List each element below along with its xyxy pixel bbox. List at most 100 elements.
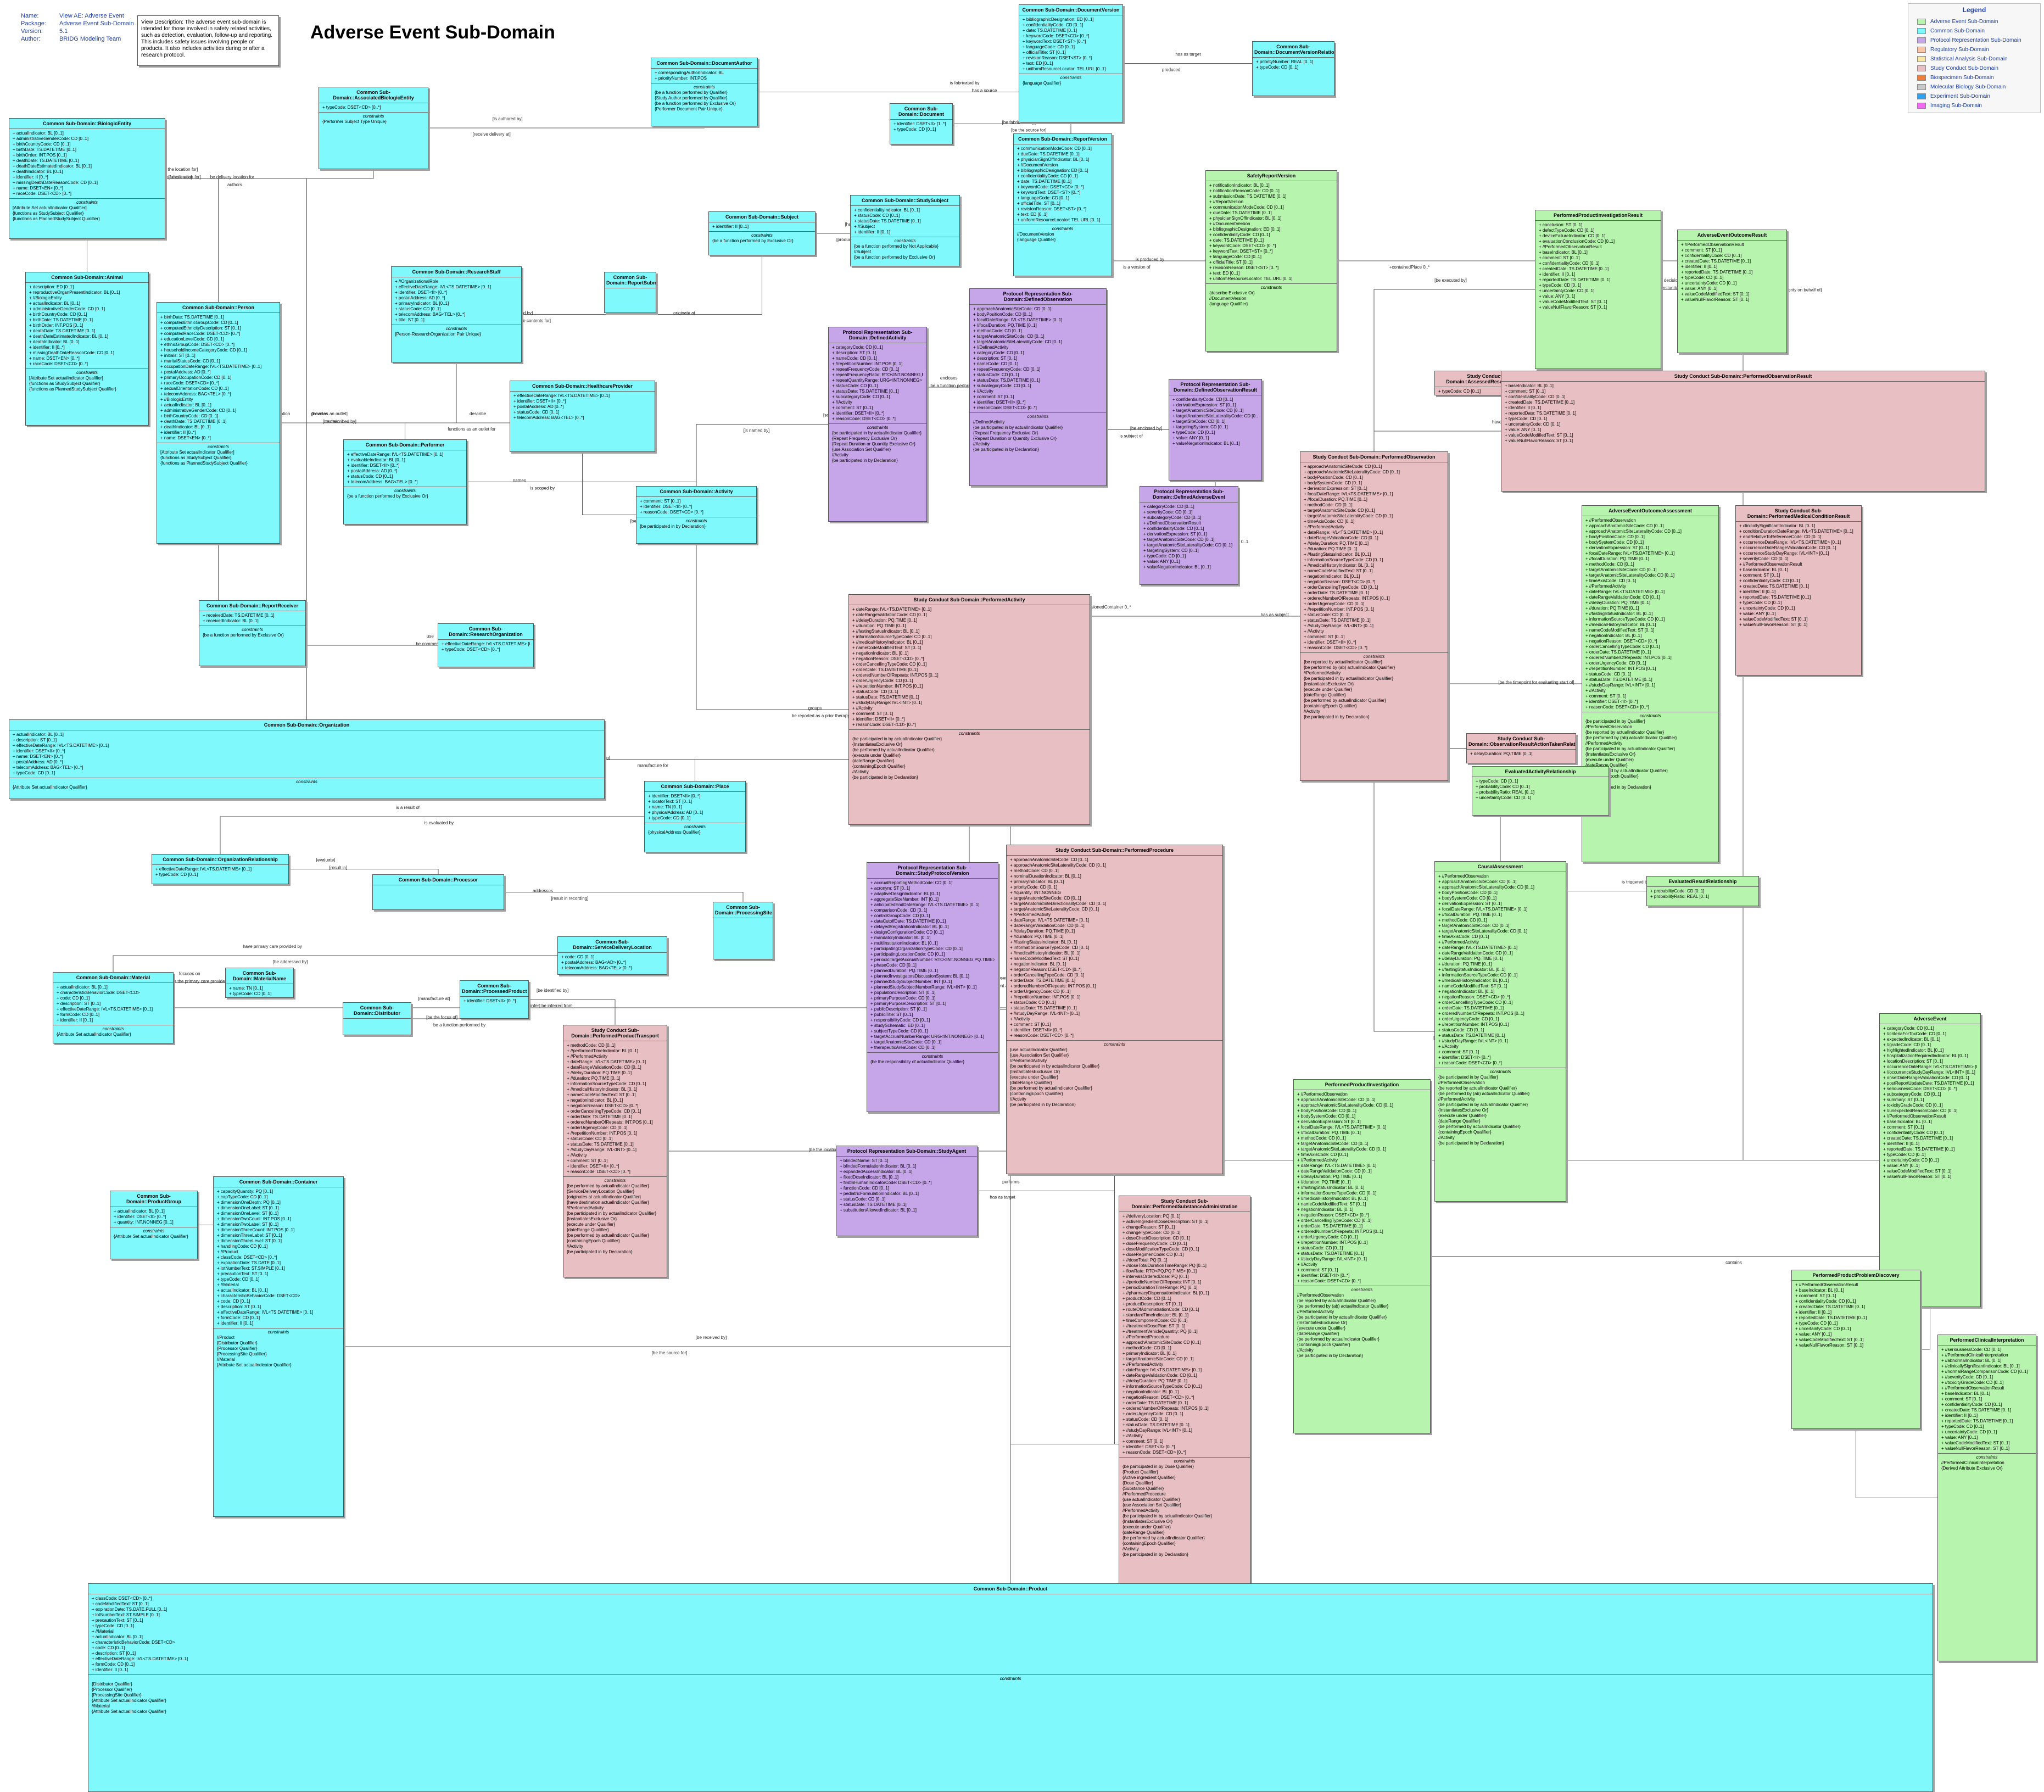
class-performed-product-transport[interactable]: Study Conduct Sub-Domain::PerformedProdu… xyxy=(563,1025,667,1277)
class-research-organization[interactable]: Common Sub-Domain::ResearchOrganizatione… xyxy=(438,623,534,667)
class-constraints: constraints{be a function performed by N… xyxy=(851,237,959,263)
association-label: [infer] be inferred from xyxy=(529,1003,573,1008)
class-attribute: description: ST [0..1] xyxy=(13,738,601,743)
class-performed-procedure[interactable]: Study Conduct Sub-Domain::PerformedProce… xyxy=(1006,845,1223,1174)
class-performed-observation-result[interactable]: Study Conduct Sub-Domain::PerformedObser… xyxy=(1501,371,1985,492)
class-evaluated-activity-relationship[interactable]: EvaluatedActivityRelationshiptypeCode: C… xyxy=(1472,766,1609,816)
association-label: be commenting on xyxy=(416,641,452,646)
class-causal-assessment[interactable]: CausalAssessment//PerformedObservationap… xyxy=(1434,861,1566,1202)
class-distributor[interactable]: Common Sub-Domain::Distributor xyxy=(343,1002,411,1035)
class-performed-medical-condition-result[interactable]: Study Conduct Sub-Domain::PerformedMedic… xyxy=(1735,505,1862,676)
class-report-receiver[interactable]: Common Sub-Domain::ReportReceiverreceive… xyxy=(199,600,306,666)
class-attribute: statusDate: TS.DATETIME [0..1] xyxy=(973,378,1103,383)
class-performed-product-problem-discovery[interactable]: PerformedProductProblemDiscovery//Perfor… xyxy=(1791,1270,1920,1429)
class-animal[interactable]: Common Sub-Domain::Animaldescription: ED… xyxy=(25,272,149,426)
class-attribute: receivedIndicator: BL [0..1] xyxy=(203,618,302,624)
class-product[interactable]: Common Sub-Domain::ProductclassCode: DSE… xyxy=(88,1583,1933,1792)
class-observation-result-action-taken-relationship[interactable]: Study Conduct Sub-Domain::ObservationRes… xyxy=(1466,733,1576,763)
constraint: {execute under Qualifier} xyxy=(1304,687,1353,692)
class-attribute: methodCode: CD [0..1] xyxy=(1304,503,1444,508)
class-attributes: actualIndicator: BL [0..1]description: S… xyxy=(9,730,604,778)
constraint: //Activity xyxy=(1304,709,1320,714)
class-attribute: deathDate: TS.DATETIME [0..1] xyxy=(29,328,145,334)
class-attribute: identifier: II [0..*] xyxy=(13,175,161,180)
class-defined-adverse-event[interactable]: Protocol Representation Sub-Domain::Defi… xyxy=(1140,486,1238,585)
class-attribute: highlightedIndicator: BL [0..1] xyxy=(1883,1048,1977,1053)
class-associated-biologic-entity[interactable]: Common Sub-Domain::AssociatedBiologicEnt… xyxy=(319,87,428,169)
class-report-version[interactable]: Common Sub-Domain::ReportVersioncommunic… xyxy=(1013,133,1112,276)
class-performed-observation[interactable]: Study Conduct Sub-Domain::PerformedObser… xyxy=(1300,451,1448,781)
class-defined-activity[interactable]: Protocol Representation Sub-Domain::Defi… xyxy=(828,327,927,522)
association-label: is subject of xyxy=(1120,434,1143,439)
class-study-agent[interactable]: Protocol Representation Sub-Domain::Stud… xyxy=(836,1146,978,1236)
class-service-delivery-location[interactable]: Common Sub-Domain::ServiceDeliveryLocati… xyxy=(557,936,667,975)
class-performed-product-investigation-result[interactable]: PerformedProductInvestigationResultconcl… xyxy=(1535,210,1661,369)
class-attribute: confidentialityCode: CD [0..1] xyxy=(1681,253,1783,259)
constraints-heading: constraints xyxy=(922,1054,943,1059)
class-attribute: postalAddress: AD [0..*] xyxy=(513,404,651,410)
class-defined-observation-result[interactable]: Protocol Representation Sub-Domain::Defi… xyxy=(1169,379,1262,481)
class-performed-product-investigation[interactable]: PerformedProductInvestigation//Performed… xyxy=(1293,1079,1431,1433)
class-attribute: negationReason: DSET<CD> [0..*] xyxy=(567,1103,663,1109)
class-processing-site[interactable]: Common Sub-Domain::ProcessingSite xyxy=(713,902,773,959)
class-attribute: telecomAddress: BAG<TEL> [0..*] xyxy=(513,415,651,421)
class-attribute: orderDate: TS.DATETIME [0..1] xyxy=(1585,650,1715,655)
class-attribute: postalAddress: BAG<AD> [0..*] xyxy=(561,960,663,965)
class-research-staff[interactable]: Common Sub-Domain::ResearchStaff//Organi… xyxy=(391,266,522,362)
class-attribute: derivationExpression: ST [0..1] xyxy=(1438,901,1562,907)
class-document-version[interactable]: Common Sub-Domain::DocumentVersionbiblio… xyxy=(1019,4,1123,122)
class-document-author[interactable]: Common Sub-Domain::DocumentAuthorcorresp… xyxy=(651,58,758,126)
class-study-subject[interactable]: Common Sub-Domain::StudySubjectconfident… xyxy=(850,195,960,266)
class-material[interactable]: Common Sub-Domain::MaterialactualIndicat… xyxy=(53,972,174,1043)
association-label: [be the destination for] xyxy=(158,175,201,180)
class-report-submitter[interactable]: Common Sub-Domain::ReportSubmitter xyxy=(604,272,656,313)
class-subject[interactable]: Common Sub-Domain::Subjectidentifier: II… xyxy=(708,211,816,255)
class-performed-activity[interactable]: Study Conduct Sub-Domain::PerformedActiv… xyxy=(848,594,1090,825)
class-processed-product[interactable]: Common Sub-Domain::ProcessedProductident… xyxy=(460,980,529,1019)
class-attributes xyxy=(343,1019,411,1022)
class-attribute: dateRangeValidationCode: CD [0..1] xyxy=(852,612,1086,618)
class-attribute: identifier: DSET<II> [0..*] xyxy=(852,717,1086,722)
class-attribute: plannedInvestigatorsDiscussionSystem: BL… xyxy=(870,974,995,979)
class-processor[interactable]: Common Sub-Domain::Processor xyxy=(372,874,504,910)
class-evaluated-result-relationship[interactable]: EvaluatedResultRelationshipprobabilityCo… xyxy=(1646,876,1759,906)
class-performer[interactable]: Common Sub-Domain::PerformereffectiveDat… xyxy=(343,439,467,524)
class-material-name[interactable]: Common Sub-Domain::MaterialNamename: TN … xyxy=(225,968,294,998)
class-attributes: bibliographicDesignation: ED [0..1]confi… xyxy=(1019,15,1122,74)
class-defined-observation[interactable]: Protocol Representation Sub-Domain::Defi… xyxy=(969,288,1107,486)
class-attribute: categoryCode: CD [0..1] xyxy=(1143,504,1235,510)
class-adverse-event-outcome-result[interactable]: AdverseEventOutcomeResult//PerformedObse… xyxy=(1677,230,1787,353)
class-attribute: identifier: II [0..1] xyxy=(1505,405,1981,411)
class-attribute: title: ST [0..1] xyxy=(395,317,518,323)
class-attribute: deathDate: TS.DATETIME [0..1] xyxy=(13,158,161,164)
class-attribute: bodySystemCode: CD [0..1] xyxy=(1304,481,1444,486)
class-adverse-event[interactable]: AdverseEventcategoryCode: CD [0..1]//cri… xyxy=(1879,1013,1981,1307)
class-person[interactable]: Common Sub-Domain::PersonbirthDate: TS.D… xyxy=(157,302,280,544)
class-attribute: //pharmacyDispensationIndicator: BL [0..… xyxy=(1122,1291,1247,1296)
class-safety-report-version[interactable]: SafetyReportVersionnotificationIndicator… xyxy=(1205,170,1337,351)
class-constraints: constraints{be participated in by Qualif… xyxy=(1582,712,1718,792)
constraints-heading: constraints xyxy=(1351,1287,1373,1292)
class-container[interactable]: Common Sub-Domain::ContainercapacityQuan… xyxy=(213,1176,344,1517)
class-attribute: //focalDuration: PQ.TIME [0..1] xyxy=(1297,1130,1427,1136)
association-line xyxy=(456,233,762,315)
class-biologic-entity[interactable]: Common Sub-Domain::BiologicEntityactualI… xyxy=(9,118,165,239)
class-attribute: //focalDuration: PQ.TIME [0..1] xyxy=(1438,912,1562,918)
class-study-protocol-version[interactable]: Protocol Representation Sub-Domain::Stud… xyxy=(867,862,998,1112)
class-attribute: dateRange: IVL<TS.DATETIME> [0..1] xyxy=(1304,530,1444,535)
class-organization[interactable]: Common Sub-Domain::OrganizationactualInd… xyxy=(9,719,605,799)
class-organization-relationship[interactable]: Common Sub-Domain::OrganizationRelations… xyxy=(152,854,289,884)
class-healthcare-provider[interactable]: Common Sub-Domain::HealthcareProvidereff… xyxy=(510,381,655,452)
class-attribute: identifier: DSET<II> [0..*] xyxy=(1304,640,1444,645)
constraint: {be performed by (ab) actualIndicator Qu… xyxy=(1585,735,1677,740)
class-attribute: //delayDuration: PQ.TIME [0..1] xyxy=(1010,929,1219,934)
class-product-group[interactable]: Common Sub-Domain::ProductGroupactualInd… xyxy=(110,1191,198,1259)
class-place[interactable]: Common Sub-Domain::Placeidentifier: DSET… xyxy=(644,781,746,852)
class-attribute: effectiveDateRange: IVL<TS.DATETIME> [0.… xyxy=(217,1310,340,1315)
class-document[interactable]: Common Sub-Domain::Documentidentifier: D… xyxy=(890,103,953,144)
class-activity[interactable]: Common Sub-Domain::Activitycomment: ST [… xyxy=(636,486,757,544)
class-attribute: statusCode: CD [0..1] xyxy=(1122,1417,1247,1422)
class-document-version-relationship[interactable]: Common Sub-Domain::DocumentVersionRelati… xyxy=(1252,41,1334,96)
association-label: [be the location for] xyxy=(160,167,198,172)
class-performed-clinical-interpretation[interactable]: PerformedClinicalInterpretation//serious… xyxy=(1937,1335,2036,1661)
